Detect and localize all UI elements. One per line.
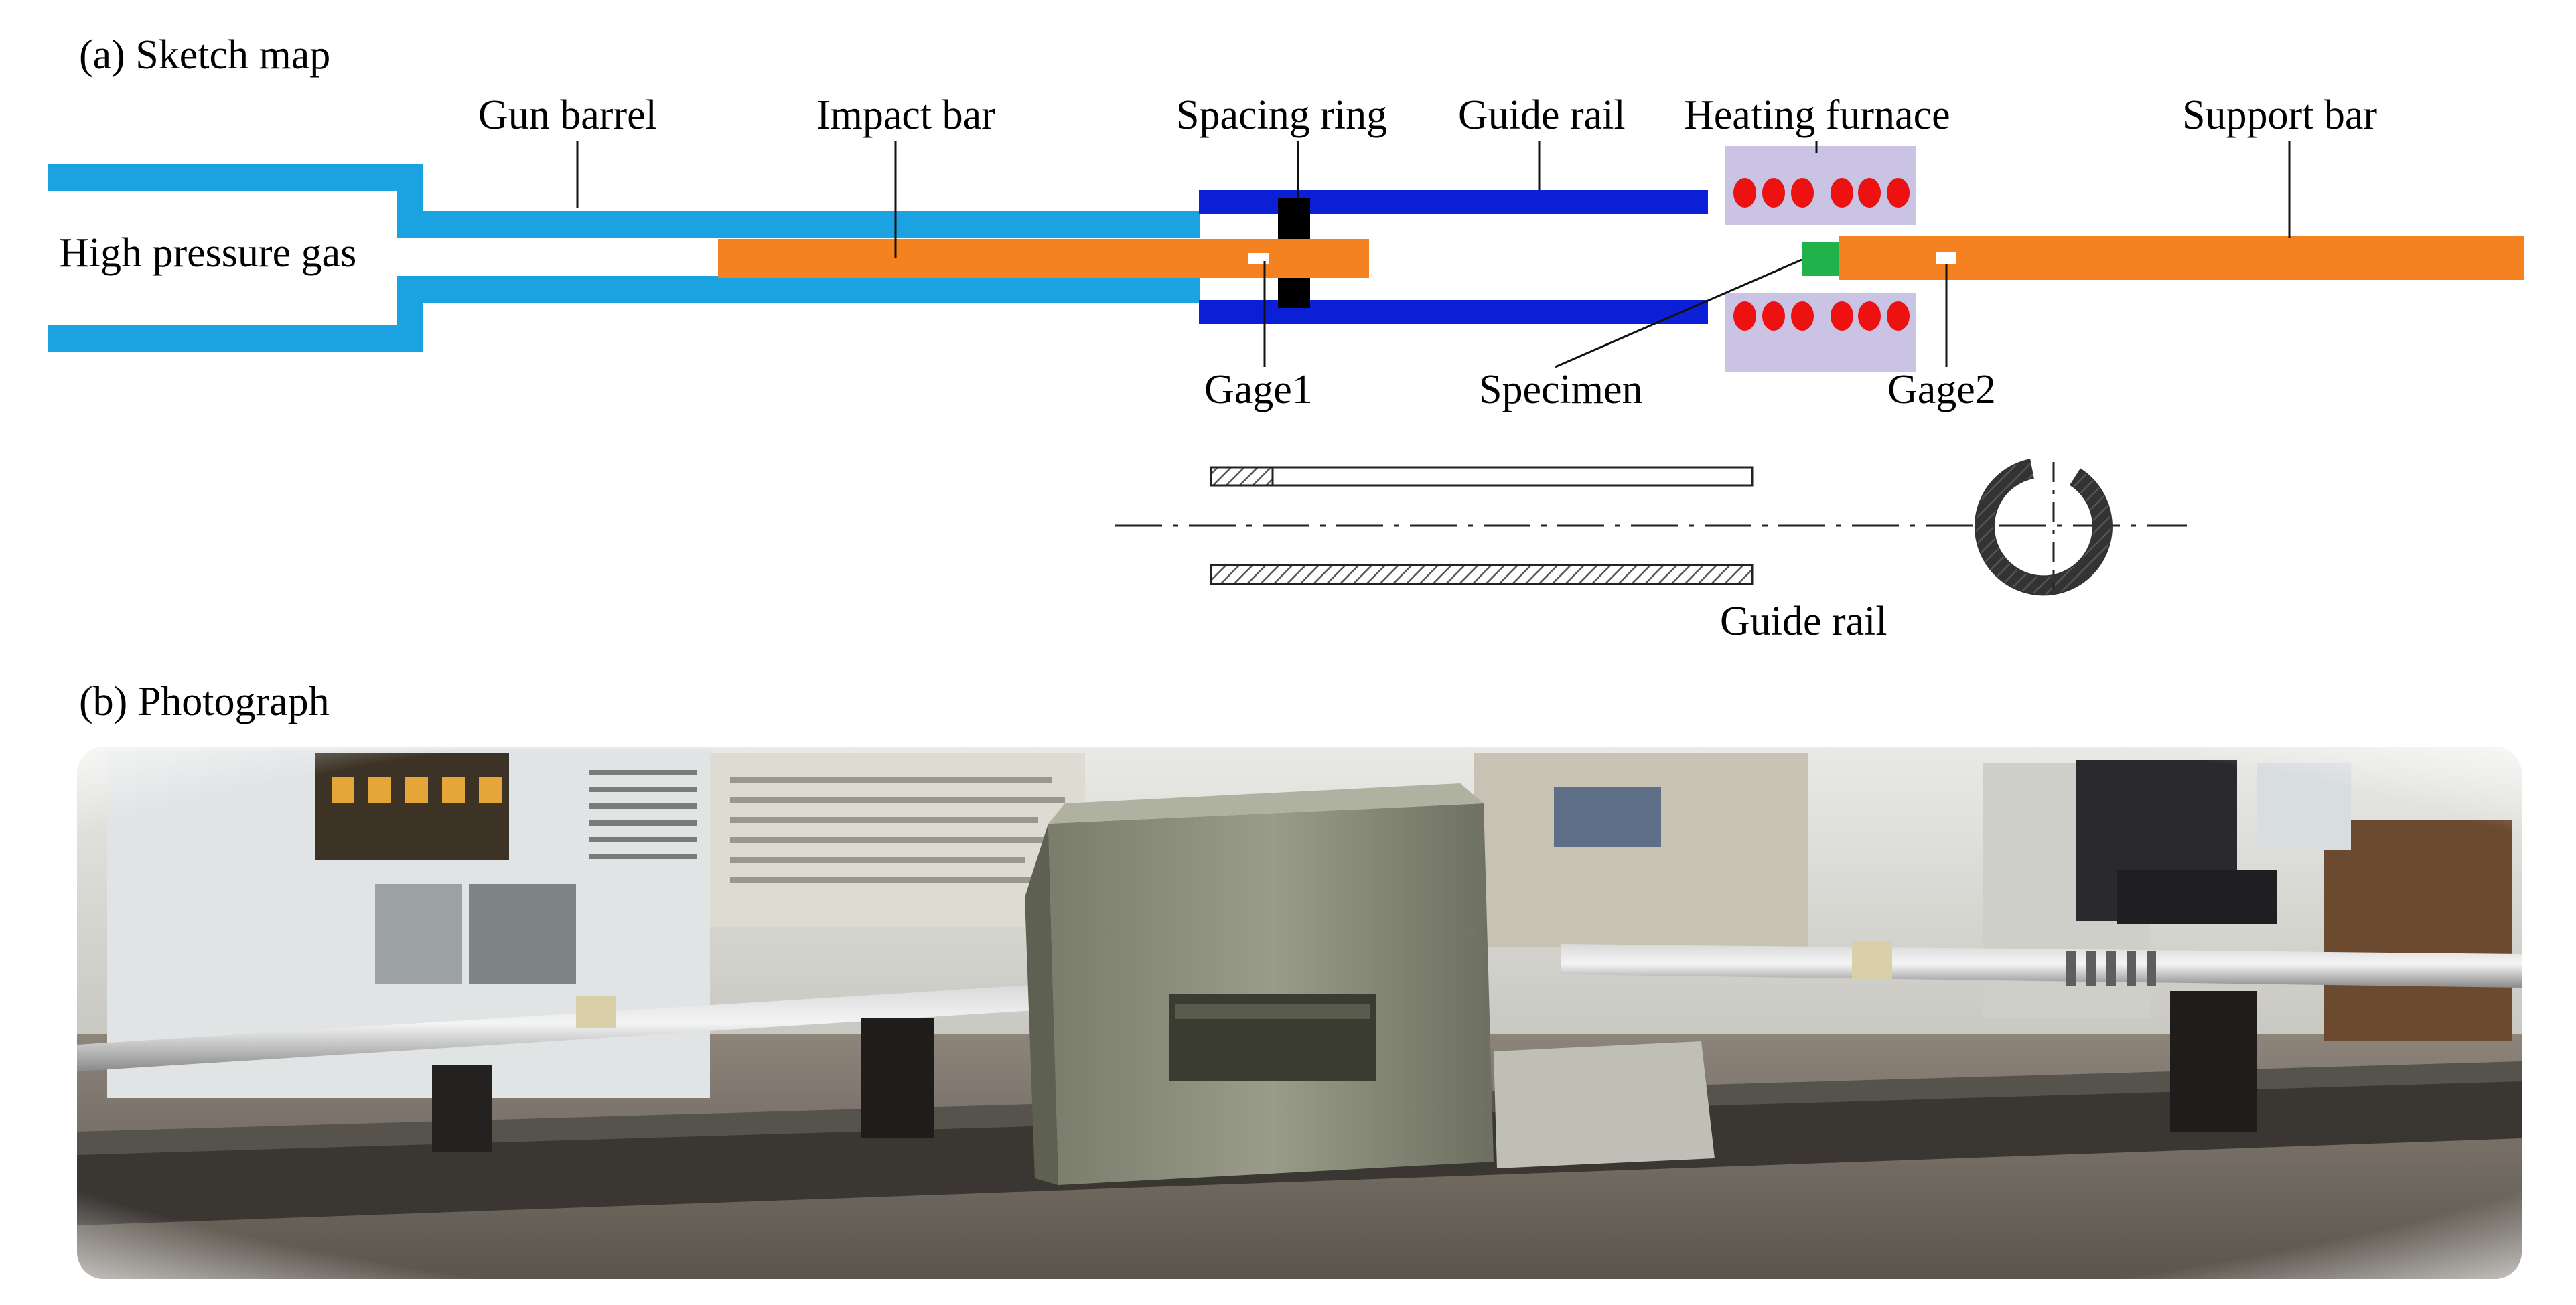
label-heating-furnace: Heating furnace xyxy=(1684,92,1950,138)
label-impact-bar: Impact bar xyxy=(816,92,995,138)
gage2-mark xyxy=(1936,252,1956,264)
guide-rail-section xyxy=(1115,466,2187,585)
specimen xyxy=(1802,242,1839,276)
label-support-bar: Support bar xyxy=(2182,92,2377,138)
heating-furnace xyxy=(1725,146,1916,372)
panel-b-title: (b) Photograph xyxy=(79,679,330,724)
label-guide-rail-detail: Guide rail xyxy=(1720,599,1887,644)
leader-lines xyxy=(576,141,2291,368)
guide-rail-ring-section xyxy=(1974,459,2113,596)
label-gage2: Gage2 xyxy=(1887,367,1996,412)
photograph xyxy=(77,747,2522,1279)
panel-a-title: (a) Sketch map xyxy=(79,32,330,78)
label-gage1: Gage1 xyxy=(1204,367,1313,412)
label-gun-barrel: Gun barrel xyxy=(478,92,657,138)
impact-bar xyxy=(718,239,1369,278)
label-guide-rail: Guide rail xyxy=(1458,92,1626,138)
gun-barrel xyxy=(48,164,1200,352)
label-spacing-ring: Spacing ring xyxy=(1176,92,1387,138)
label-high-pressure-gas: High pressure gas xyxy=(59,230,356,276)
label-specimen: Specimen xyxy=(1479,367,1643,412)
